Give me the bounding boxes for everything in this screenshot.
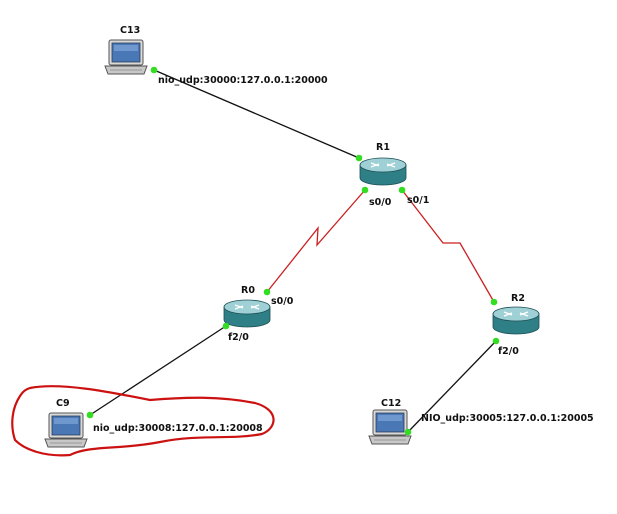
device-label-c13: C13 bbox=[120, 25, 141, 36]
port-label-r2-f2-0: f2/0 bbox=[498, 346, 519, 357]
host-c9[interactable] bbox=[44, 412, 88, 448]
device-label-r2: R2 bbox=[511, 293, 525, 304]
links bbox=[89, 69, 497, 433]
port-label-r1-s0-0: s0/0 bbox=[369, 197, 392, 208]
port-label-r0-f2-0: f2/0 bbox=[228, 332, 249, 343]
port-label-c12: NIO_udp:30005:127.0.0.1:20005 bbox=[421, 413, 594, 424]
port-status-dot bbox=[490, 298, 498, 306]
link-c13-r1[interactable] bbox=[153, 69, 360, 159]
device-label-c12: C12 bbox=[381, 398, 402, 409]
port-status-dot bbox=[492, 337, 500, 345]
laptop-icon bbox=[104, 39, 148, 75]
link-r0-c9[interactable] bbox=[89, 325, 227, 416]
port-status-dot bbox=[263, 288, 271, 296]
router-icon bbox=[223, 299, 271, 328]
port-status-dot bbox=[222, 322, 230, 330]
device-label-r1: R1 bbox=[376, 142, 390, 153]
router-icon bbox=[492, 306, 540, 335]
port-status-dot bbox=[86, 411, 94, 419]
port-label-r0-s0-0: s0/0 bbox=[271, 296, 294, 307]
laptop-icon bbox=[44, 412, 88, 448]
port-status-dot bbox=[398, 186, 406, 194]
port-label-c9: nio_udp:30008:127.0.0.1:20008 bbox=[93, 423, 263, 434]
laptop-icon bbox=[368, 409, 412, 445]
port-label-c13: nio_udp:30000:127.0.0.1:20000 bbox=[158, 75, 328, 86]
router-r0[interactable] bbox=[223, 299, 271, 328]
router-r2[interactable] bbox=[492, 306, 540, 335]
port-status-dot bbox=[404, 428, 412, 436]
port-label-r1-s0-1: s0/1 bbox=[407, 195, 430, 206]
router-r1[interactable] bbox=[359, 157, 407, 186]
host-c12[interactable] bbox=[368, 409, 412, 445]
link-r1-r0[interactable] bbox=[266, 189, 366, 293]
port-status-dot bbox=[355, 154, 363, 162]
host-c13[interactable] bbox=[104, 39, 148, 75]
device-label-r0: R0 bbox=[241, 285, 255, 296]
link-r2-c12[interactable] bbox=[407, 340, 497, 433]
highlight-ring bbox=[11, 385, 275, 457]
router-icon bbox=[359, 157, 407, 186]
port-dots bbox=[86, 66, 500, 436]
link-r1-r2[interactable] bbox=[401, 189, 495, 303]
port-status-dot bbox=[361, 186, 369, 194]
port-status-dot bbox=[150, 66, 158, 74]
device-label-c9: C9 bbox=[56, 398, 70, 409]
